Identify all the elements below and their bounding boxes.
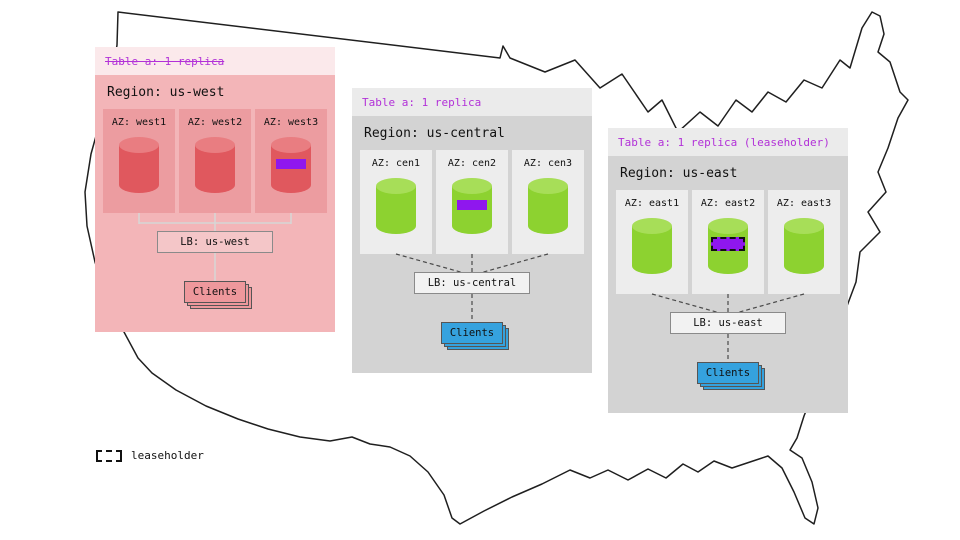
region-body: Region: us-east AZ: east1 AZ: east2 [608, 156, 848, 413]
database-node [631, 217, 673, 275]
load-balancer-box: LB: us-west [157, 231, 273, 253]
region-title: Region: us-central [364, 126, 505, 141]
az-label: AZ: cen3 [523, 158, 573, 169]
database-node [527, 177, 569, 235]
database-cylinder-icon [784, 218, 824, 274]
az-box: AZ: cen1 [360, 150, 432, 254]
clients-box: Clients [184, 281, 246, 303]
table-header: Table a: 1 replica [95, 47, 335, 75]
database-cylinder-icon [195, 137, 235, 193]
database-node [451, 177, 493, 235]
database-cylinder-icon [119, 137, 159, 193]
az-label: AZ: east3 [776, 198, 832, 209]
load-balancer-box: LB: us-central [414, 272, 530, 294]
table-header: Table a: 1 replica [352, 88, 592, 116]
table-label: Table a: 1 replica [105, 54, 225, 68]
legend-label: leaseholder [131, 449, 204, 462]
database-node [783, 217, 825, 275]
az-label: AZ: east2 [700, 198, 756, 209]
region-panel-us-east: Table a: 1 replica (leaseholder) Region:… [608, 128, 848, 413]
region-title: Region: us-west [107, 85, 225, 100]
region-panel-us-central: Table a: 1 replica Region: us-central AZ… [352, 88, 592, 373]
database-cylinder-icon [528, 178, 568, 234]
table-label: Table a: 1 replica (leaseholder) [618, 135, 830, 149]
az-box: AZ: cen3 [512, 150, 584, 254]
clients-box: Clients [697, 362, 759, 384]
az-label: AZ: cen2 [447, 158, 497, 169]
database-node [375, 177, 417, 235]
clients-box: Clients [441, 322, 503, 344]
database-node [118, 136, 160, 194]
region-body: Region: us-central AZ: cen1 AZ: cen2 [352, 116, 592, 373]
az-box: AZ: west3 [255, 109, 327, 213]
az-box: AZ: cen2 [436, 150, 508, 254]
az-label: AZ: west2 [187, 117, 243, 128]
az-box: AZ: east3 [768, 190, 840, 294]
az-label: AZ: east1 [624, 198, 680, 209]
database-cylinder-icon [452, 178, 492, 234]
database-node [707, 217, 749, 275]
region-panel-us-west: Table a: 1 replica Region: us-west AZ: w… [95, 47, 335, 332]
az-label: AZ: west3 [263, 117, 319, 128]
legend: leaseholder [96, 449, 204, 462]
region-body: Region: us-west AZ: west1 AZ: west2 [95, 75, 335, 332]
database-cylinder-icon [271, 137, 311, 193]
replica-marker [457, 200, 487, 210]
region-title: Region: us-east [620, 166, 738, 181]
database-cylinder-icon [376, 178, 416, 234]
az-box: AZ: west2 [179, 109, 251, 213]
az-label: AZ: cen1 [371, 158, 421, 169]
az-box: AZ: east2 [692, 190, 764, 294]
database-node [270, 136, 312, 194]
table-label: Table a: 1 replica [362, 95, 482, 109]
az-box: AZ: east1 [616, 190, 688, 294]
leaseholder-marker [711, 237, 745, 251]
database-cylinder-icon [632, 218, 672, 274]
leaseholder-swatch-icon [96, 449, 122, 462]
replica-marker [276, 159, 306, 169]
database-node [194, 136, 236, 194]
az-label: AZ: west1 [111, 117, 167, 128]
load-balancer-box: LB: us-east [670, 312, 786, 334]
table-header: Table a: 1 replica (leaseholder) [608, 128, 848, 156]
az-box: AZ: west1 [103, 109, 175, 213]
